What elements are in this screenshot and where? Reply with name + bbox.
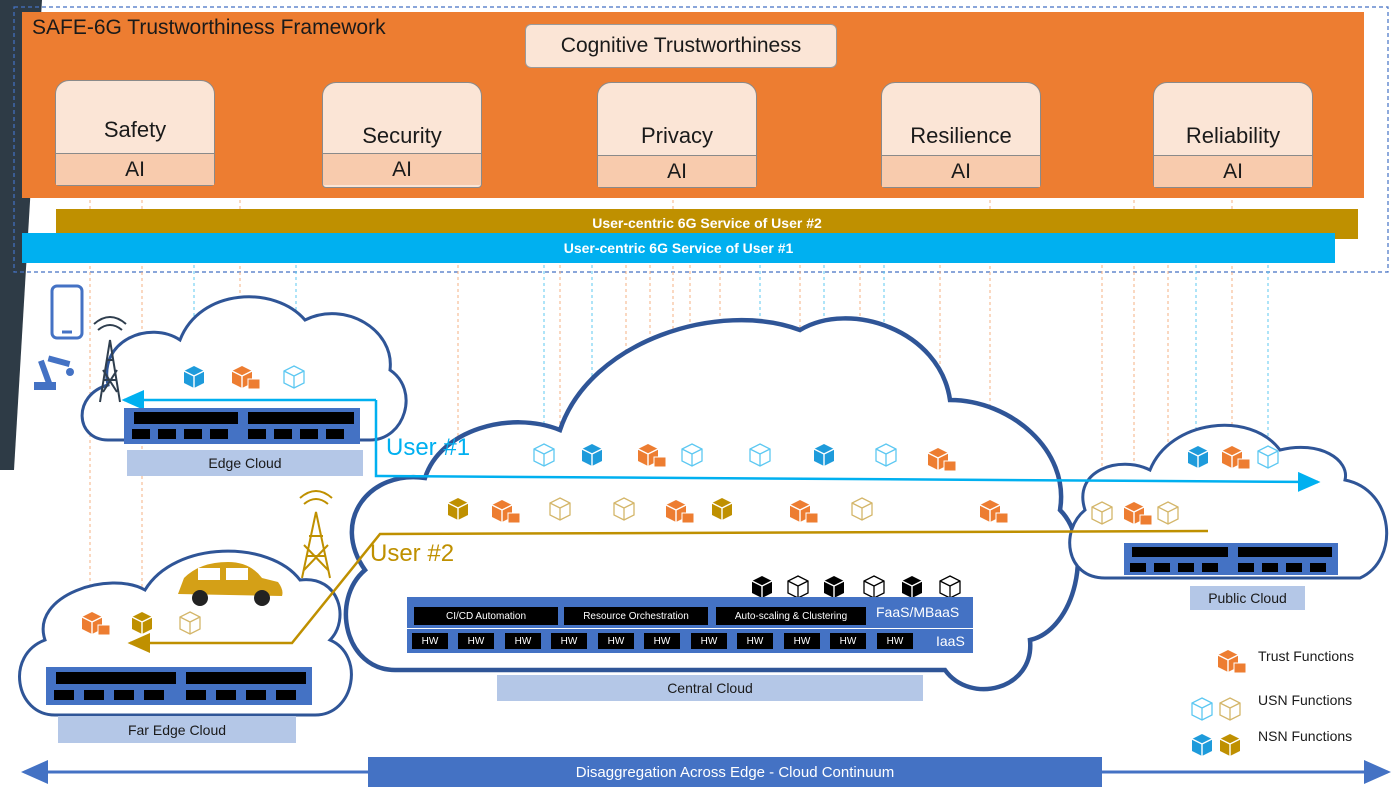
- far-edge-cloud-label: Far Edge Cloud: [58, 716, 296, 743]
- edge-tower-icon: [93, 316, 127, 403]
- far-edge-rack: [46, 667, 312, 705]
- pillar-label: Safety: [103, 117, 167, 142]
- central-cloud-label: Central Cloud: [497, 675, 923, 701]
- ai-bar: AI: [598, 155, 756, 187]
- user1-service-bar: User-centric 6G Service of User #1: [22, 233, 1335, 263]
- iaas-label: IaaS: [936, 633, 965, 649]
- ai-bar: AI: [323, 153, 481, 185]
- faas-label: FaaS/MBaaS: [876, 604, 960, 620]
- cognitive-trustworthiness-box: Cognitive Trustworthiness: [525, 24, 837, 68]
- legend-nsn-functions: NSN Functions: [1258, 728, 1353, 744]
- user2-label: User #2: [370, 540, 455, 567]
- edge-cloud-functions: [183, 365, 305, 390]
- continuum-bar: Disaggregation Across Edge - Cloud Conti…: [368, 757, 1102, 787]
- car-icon: [178, 562, 283, 606]
- resource-orchestration-block: Resource Orchestration: [564, 607, 708, 625]
- hw-block: HW: [737, 633, 773, 649]
- ai-bar: AI: [882, 155, 1040, 187]
- hw-block: HW: [598, 633, 634, 649]
- central-user1-functions: [533, 443, 957, 472]
- framework-boundary: [13, 6, 1389, 273]
- pillar-label: Reliability: [1185, 123, 1281, 148]
- hw-block: HW: [644, 633, 680, 649]
- public-rack: [1124, 543, 1338, 575]
- pillar-label: Security: [362, 123, 442, 148]
- central-cloud-shape: [343, 316, 1081, 692]
- legend-trust-functions: Trust Functions: [1258, 648, 1354, 664]
- hw-block: HW: [830, 633, 866, 649]
- hw-block: HW: [877, 633, 913, 649]
- pillar-label: Privacy: [640, 123, 714, 148]
- hw-block: HW: [458, 633, 494, 649]
- hw-block: HW: [691, 633, 727, 649]
- edge-cloud-label: Edge Cloud: [127, 450, 363, 476]
- public-cloud-functions: [1091, 445, 1279, 526]
- pillar-resilience: Resilience AI: [881, 82, 1041, 188]
- legend-usn-functions: USN Functions: [1258, 692, 1353, 708]
- framework-title: SAFE-6G Trustworthiness Framework: [32, 16, 386, 39]
- cicd-automation-block: CI/CD Automation: [414, 607, 558, 625]
- hw-block: HW: [784, 633, 820, 649]
- pillar-safety: Safety AI: [55, 80, 215, 186]
- hw-block: HW: [412, 633, 448, 649]
- pillar-security: Security AI: [322, 82, 482, 188]
- edge-rack: [124, 408, 360, 444]
- hw-block: HW: [551, 633, 587, 649]
- ai-bar: AI: [1154, 155, 1312, 187]
- legend-icons: [1191, 649, 1247, 757]
- robot-arm-icon: [34, 355, 74, 390]
- public-cloud-label: Public Cloud: [1190, 586, 1305, 610]
- user-paths: [121, 390, 1321, 653]
- pillar-privacy: Privacy AI: [597, 82, 757, 188]
- public-cloud-shape: [1068, 423, 1389, 580]
- pillar-reliability: Reliability AI: [1153, 82, 1313, 188]
- user1-label: User #1: [386, 434, 471, 461]
- autoscaling-block: Auto-scaling & Clustering: [716, 607, 866, 625]
- central-user2-functions: [447, 497, 1009, 524]
- far-edge-functions: [81, 611, 201, 636]
- ai-bar: AI: [56, 153, 214, 185]
- far-edge-tower-icon: [299, 490, 333, 579]
- phone-icon: [50, 284, 84, 340]
- hw-block: HW: [505, 633, 541, 649]
- pillar-label: Resilience: [910, 123, 1012, 148]
